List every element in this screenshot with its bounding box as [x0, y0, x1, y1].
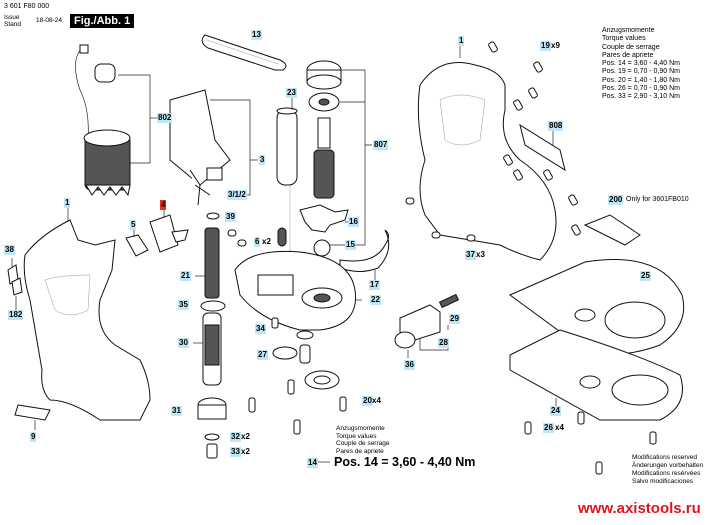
part-tag-802[interactable]: 802 [157, 113, 173, 123]
part-tag-16[interactable]: 16 [348, 217, 359, 227]
modifications-es: Salvo modificaciones [632, 478, 694, 485]
cover-plate-parts [519, 123, 641, 246]
part-tag-808[interactable]: 808 [548, 121, 564, 131]
part-tag-29[interactable]: 29 [449, 314, 460, 324]
part-tag-807[interactable]: 807 [373, 140, 389, 150]
part-tag-20[interactable]: 20 [362, 396, 373, 406]
part-tag-200[interactable]: 200 [608, 195, 624, 205]
torque-value-14: Pos. 14 = 3,60 - 4,40 Nm [602, 60, 681, 68]
issue-date: 18-08-24 [36, 17, 63, 24]
callout-heading-fr: Couple de serrage [336, 440, 390, 447]
part-tag-38[interactable]: 38 [4, 245, 15, 255]
part-tag-9[interactable]: 9 [30, 432, 37, 442]
part-tag-13[interactable]: 13 [251, 30, 262, 40]
part-number: 3 601 F80 000 [4, 3, 50, 10]
torque-heading-fr: Couple de serrage [602, 43, 660, 51]
part-tag-5[interactable]: 5 [130, 220, 137, 230]
torque-heading-de: Anzugsmomente [602, 27, 655, 34]
part-qty-33: x2 [241, 447, 250, 456]
part-tag-26[interactable]: 26 [543, 423, 554, 433]
part-tag-32[interactable]: 32 [230, 432, 241, 442]
base-plate-part [509, 329, 683, 421]
part-tag-17[interactable]: 17 [369, 280, 380, 290]
motor-part [75, 44, 158, 197]
part-tag-15[interactable]: 15 [345, 240, 356, 250]
part-tag-34[interactable]: 34 [255, 324, 266, 334]
part-tag-3-1-2[interactable]: 3/1/2 [227, 190, 247, 200]
part-tag-27[interactable]: 27 [257, 350, 268, 360]
part-tag-3[interactable]: 3 [259, 155, 266, 165]
sanding-plate-part [509, 259, 685, 355]
spindle-assembly-part [306, 60, 372, 246]
gear-housing-part [234, 250, 362, 331]
part-qty-20: x4 [372, 396, 381, 405]
torque-callout-value: Pos. 14 = 3,60 - 4,40 Nm [334, 455, 476, 469]
pin-parts [227, 227, 287, 329]
part-tag-31[interactable]: 31 [171, 406, 182, 416]
switch-assembly-part [169, 89, 258, 206]
belt-part [201, 34, 287, 71]
torque-value-20: Pos. 20 = 1,40 - 1,80 Nm [602, 76, 681, 84]
part-tag-23[interactable]: 23 [286, 88, 297, 98]
modifications-de: Änderungen vorbehalten [632, 462, 704, 469]
issue-label: Issue Stand [4, 14, 21, 28]
part-tag-37[interactable]: 37 [465, 250, 476, 260]
torque-heading-es: Pares de apriete [602, 51, 654, 59]
part-qty-6: x2 [262, 237, 271, 246]
modifications-note: Modifications reserved Änderungen vorbeh… [632, 454, 703, 486]
torque-heading-en: Torque values [602, 35, 646, 43]
part-tag-28[interactable]: 28 [438, 338, 449, 348]
part-tag-22[interactable]: 22 [370, 295, 381, 305]
part-tag-39[interactable]: 39 [225, 212, 236, 222]
part-tag-25[interactable]: 25 [640, 271, 651, 281]
clamp-knob-part [394, 293, 460, 358]
issue-text: Issue [4, 14, 20, 21]
part-tag-30[interactable]: 30 [178, 338, 189, 348]
part-tag-33[interactable]: 33 [230, 447, 241, 457]
callout-heading-de: Anzugsmomente [336, 425, 385, 432]
part-tag-14[interactable]: 14 [307, 458, 318, 468]
part-tag-1-left[interactable]: 1 [64, 198, 71, 208]
housing-screws [405, 41, 581, 242]
spring-part [195, 212, 226, 312]
base-screws [524, 411, 657, 475]
torque-table: Anzugsmomente Torque values Couple de se… [602, 27, 680, 102]
shaft-part [193, 312, 222, 386]
part-tag-6[interactable]: 6 [254, 237, 261, 247]
right-housing-part [417, 44, 557, 261]
part-tag-24[interactable]: 24 [550, 406, 561, 416]
modifications-fr: Modifications resérvées [632, 470, 701, 477]
part-200-note: Only for 3601FB010 [626, 196, 689, 203]
part-qty-19: x9 [551, 41, 560, 50]
part-qty-26: x4 [555, 423, 564, 432]
torque-value-33: Pos. 33 = 2,90 - 3,10 Nm [602, 93, 681, 101]
torque-value-26: Pos. 26 = 0,70 - 0,90 Nm [602, 85, 681, 93]
part-qty-37: x3 [476, 250, 485, 259]
sleeve-part [276, 98, 298, 330]
callout-heading-es: Pares de apriete [336, 447, 384, 455]
watermark-url[interactable]: www.axistools.ru [578, 500, 701, 517]
stand-text: Stand [4, 21, 21, 28]
part-tag-182[interactable]: 182 [8, 310, 24, 320]
left-housing-part [23, 208, 151, 421]
part-tag-4[interactable]: 4 [160, 200, 167, 210]
clamp-lever-part [339, 229, 390, 280]
callout-heading-en: Torque values [336, 432, 377, 440]
part-tag-21[interactable]: 21 [180, 271, 191, 281]
figure-label: Fig./Abb. 1 [70, 14, 135, 28]
gear-part [197, 397, 227, 459]
screw-parts [248, 379, 347, 435]
modifications-en: Modifications reserved [632, 454, 698, 461]
torque-value-19: Pos. 19 = 0,70 - 0,90 Nm [602, 68, 681, 76]
badge-parts [7, 208, 189, 430]
part-tag-1-right[interactable]: 1 [458, 36, 465, 46]
part-tag-35[interactable]: 35 [178, 300, 189, 310]
torque-callout: Anzugsmomente Torque values Couple de se… [336, 425, 389, 455]
part-qty-32: x2 [241, 432, 250, 441]
bearing-part [272, 330, 340, 390]
part-tag-19[interactable]: 19 [540, 41, 551, 51]
part-tag-36[interactable]: 36 [404, 360, 415, 370]
